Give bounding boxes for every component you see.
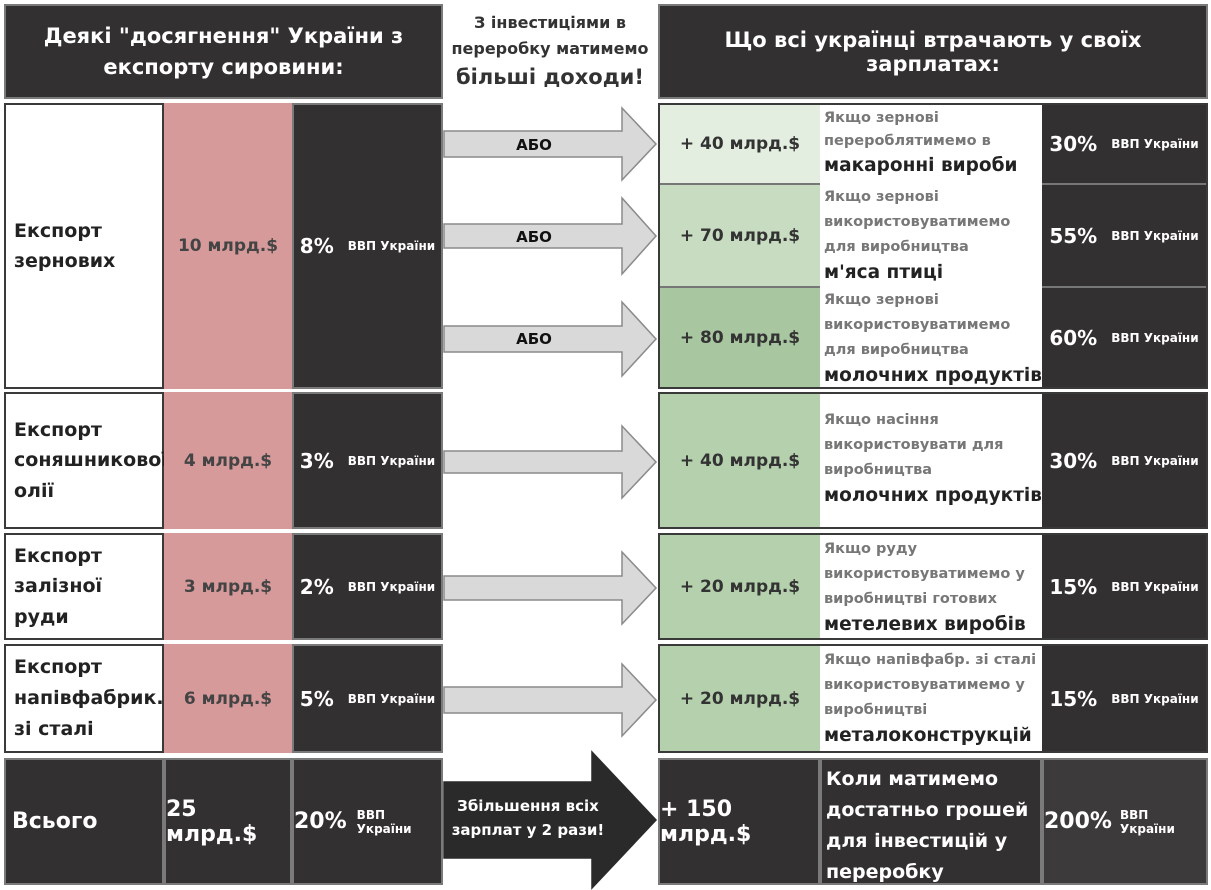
export-gdp-oil: 3% ВВП України [292, 392, 443, 529]
arrow-1 [443, 106, 658, 182]
export-value-grain: 10 млрд.$ [164, 103, 292, 389]
export-gdp-steel: 5% ВВП України [292, 644, 443, 753]
gain-gdp: 15%ВВП України [1042, 646, 1206, 751]
export-value-oil: 4 млрд.$ [164, 392, 292, 529]
gain-desc: Якщо насіння використовувати для виробни… [820, 394, 1042, 527]
gain-value: + 70 млрд.$ [660, 183, 820, 286]
gain-gdp: 15%ВВП України [1042, 535, 1206, 638]
export-label-steel: Експорт напівфабрик. зі сталі [4, 644, 164, 753]
gain-desc: Якщо зернові перероблятимемо в макаронні… [820, 105, 1042, 183]
arrow-6 [443, 662, 658, 738]
arrow-5 [443, 550, 658, 626]
gain-group-steel [658, 644, 1208, 753]
total-value: 25 млрд.$ [164, 758, 292, 885]
total-gain: + 150 млрд.$ [658, 758, 820, 885]
export-label-grain: Експорт зернових [4, 103, 164, 389]
arrow-total [443, 750, 658, 890]
total-arrow-text: Збільшення всіх зарплат у 2 рази! [451, 797, 605, 839]
left-header: Деякі "досягнення" України з експорту си… [4, 4, 443, 99]
export-gdp-grain: 8% ВВП України [292, 103, 443, 389]
or-label-1: АБО [516, 136, 552, 154]
gain-desc: Якщо руду використовуватимемо у виробниц… [820, 535, 1042, 638]
arrow-4 [443, 424, 658, 500]
total-gdp: 20% ВВП України [292, 758, 443, 885]
arrow-layer [443, 106, 658, 890]
gain-value: + 80 млрд.$ [660, 286, 820, 387]
gain-value: + 20 млрд.$ [660, 535, 820, 638]
gain-group-ore [658, 533, 1208, 640]
or-label-2: АБО [516, 228, 552, 246]
total-gain-desc: Коли матимемо достатньо грошей для інвес… [820, 758, 1042, 885]
export-value-steel: 6 млрд.$ [164, 644, 292, 753]
export-label-ore: Експорт залізної руди [4, 533, 164, 640]
middle-header: З інвестиціями в переробку матимемо біль… [451, 13, 649, 89]
export-value-ore: 3 млрд.$ [164, 533, 292, 640]
gain-value: + 40 млрд.$ [660, 394, 820, 527]
gain-group-oil [658, 392, 1208, 529]
gain-group-grain [658, 103, 1208, 389]
gain-gdp: 55%ВВП України [1042, 183, 1206, 286]
arrow-3 [443, 300, 658, 378]
gain-value: + 20 млрд.$ [660, 646, 820, 751]
gain-value: + 40 млрд.$ [660, 105, 820, 183]
arrow-2 [443, 196, 658, 276]
gain-gdp: 30%ВВП України [1042, 394, 1206, 527]
gain-desc: Якщо зернові використовуватимемо для вир… [820, 286, 1042, 387]
export-gdp-ore: 2% ВВП України [292, 533, 443, 640]
export-label-oil: Експорт соняшникової олії [4, 392, 168, 529]
gain-gdp: 60%ВВП України [1042, 286, 1206, 387]
or-label-3: АБО [516, 330, 552, 348]
gain-desc: Якщо зернові використовуватимемо для вир… [820, 183, 1042, 286]
total-label: Всього [4, 758, 164, 885]
gain-desc: Якщо напівфабр. зі сталі використовувати… [820, 646, 1042, 751]
gain-gdp: 30%ВВП України [1042, 105, 1206, 183]
total-gain-gdp: 200% ВВП України [1042, 758, 1208, 885]
right-header: Що всі українці втрачають у своїх зарпла… [658, 4, 1208, 99]
